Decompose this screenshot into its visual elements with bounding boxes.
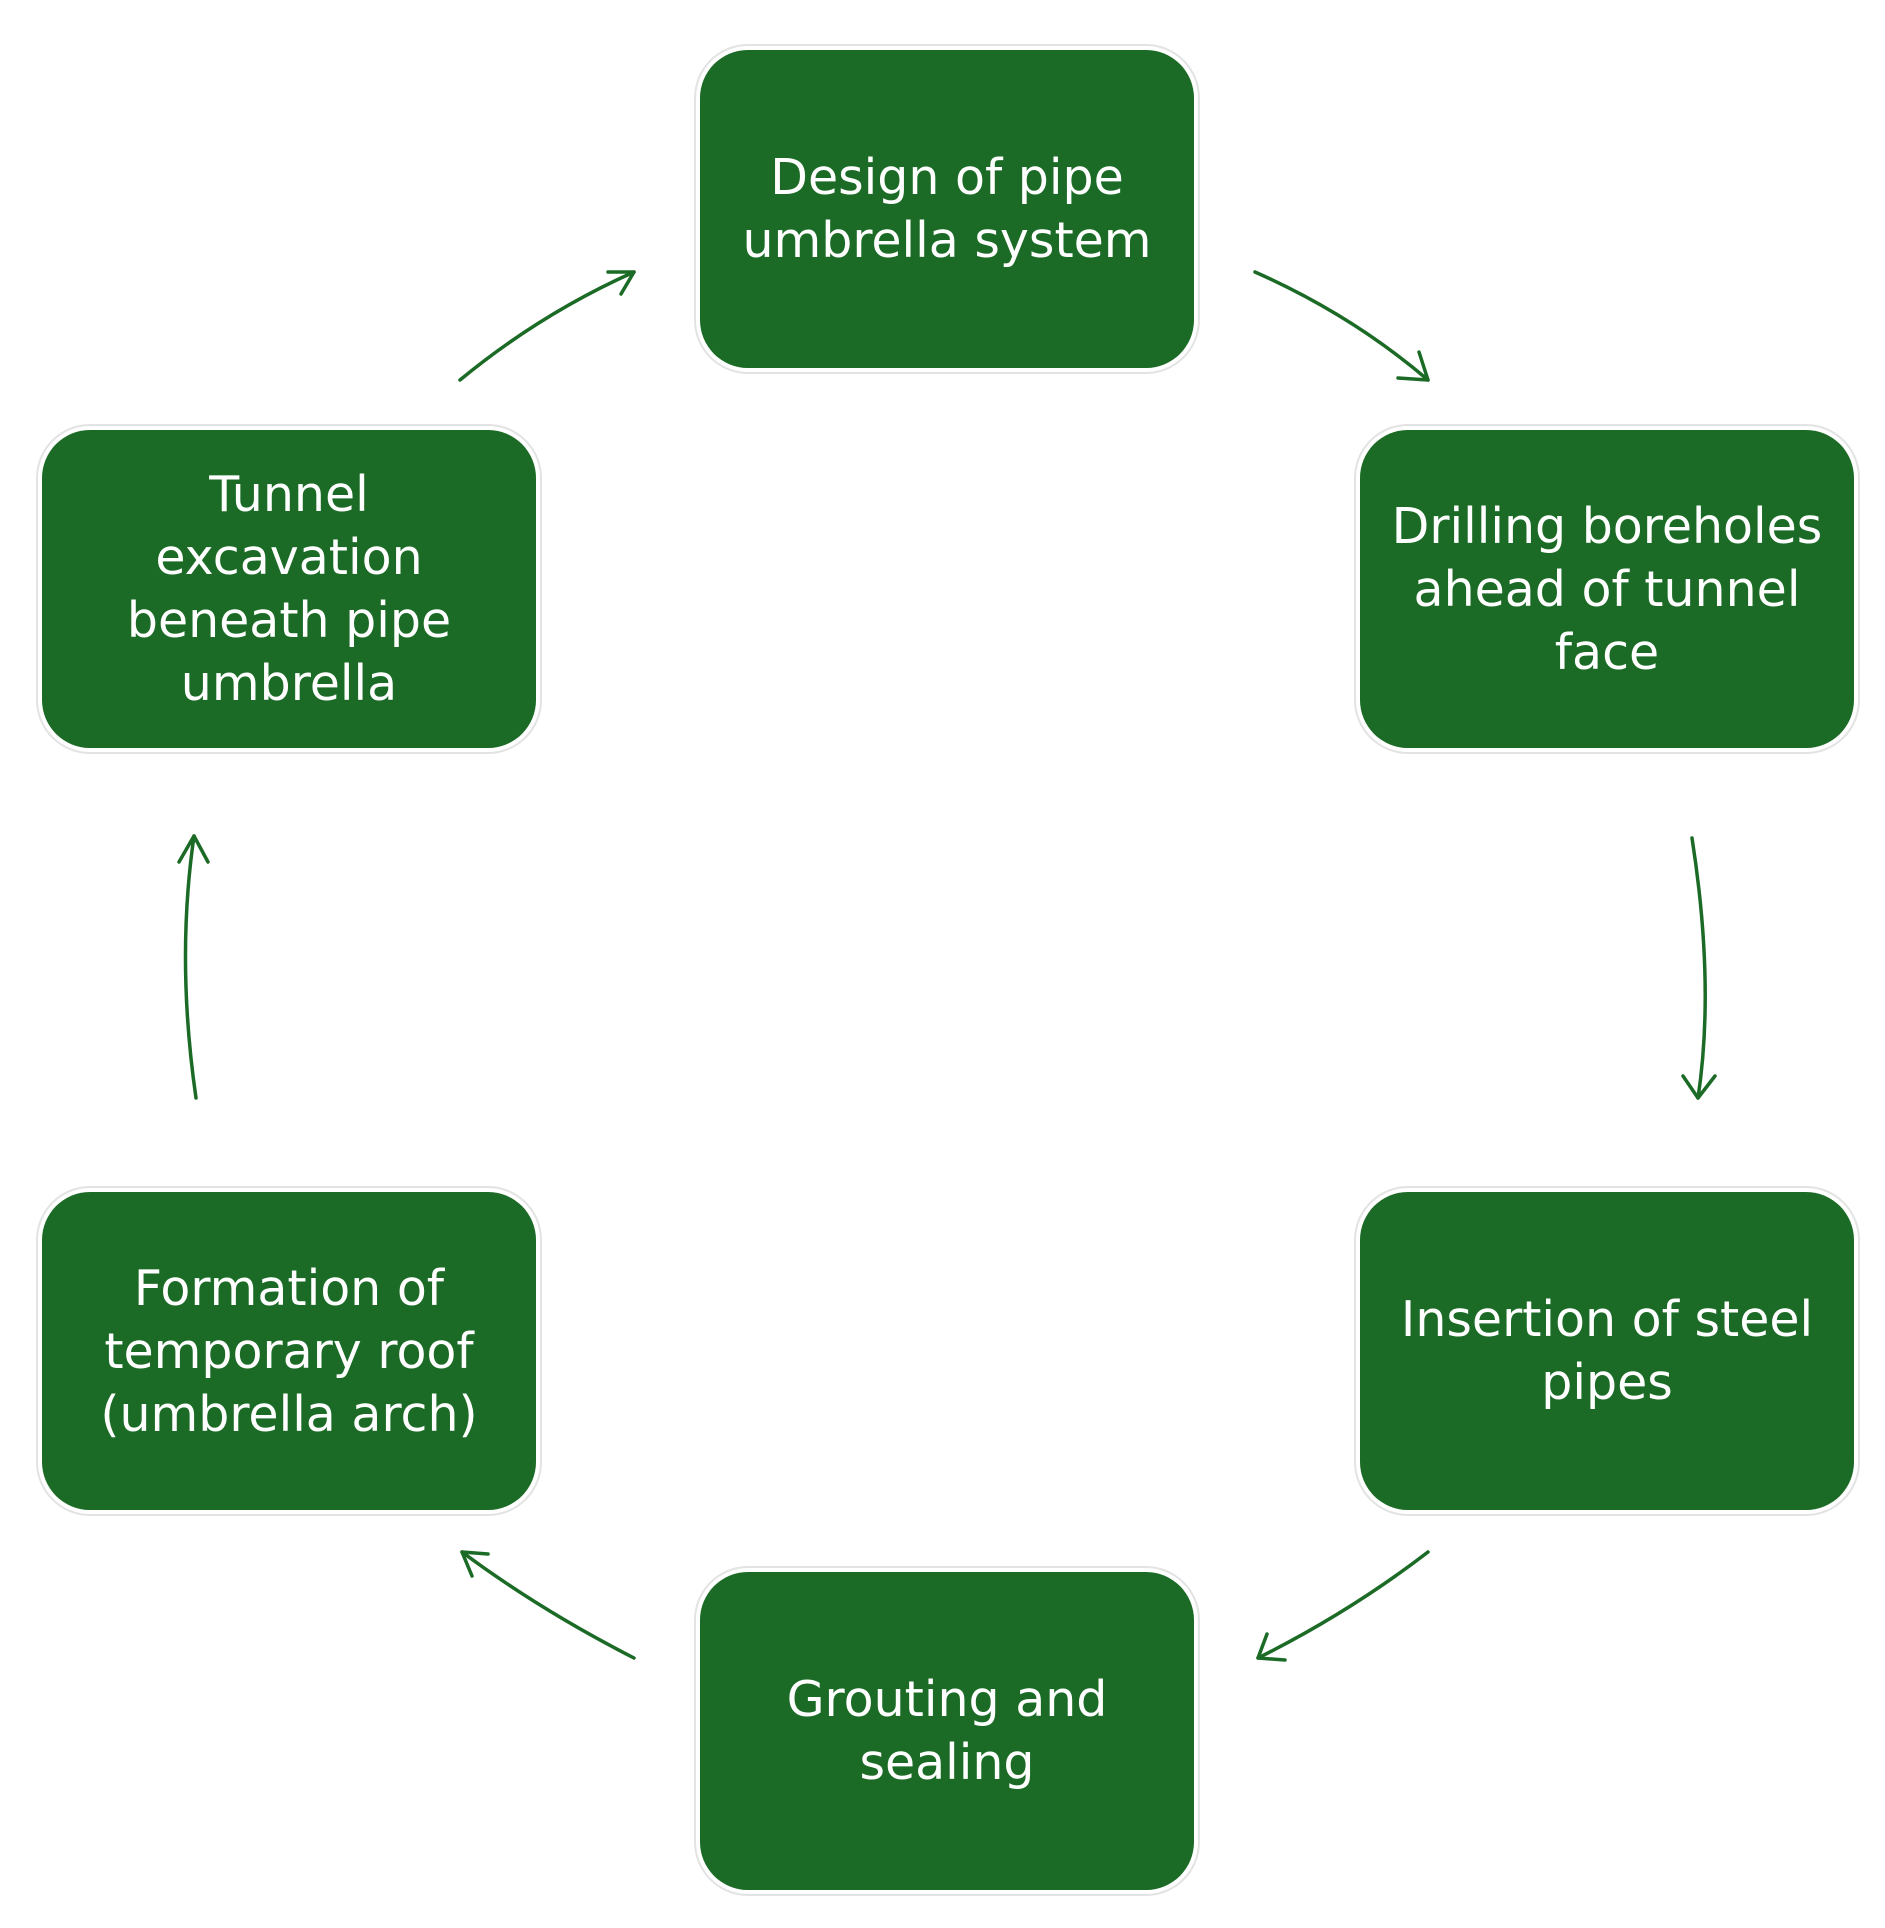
step-label-insertion: Insertion of steel pipes: [1400, 1291, 1814, 1411]
arrow-step2-to-step3: [1681, 836, 1717, 1100]
arrow-step6-to-step1: [458, 270, 636, 382]
step-label-grouting: Grouting and sealing: [786, 1671, 1108, 1791]
arrow-step3-to-step4: [1256, 1550, 1430, 1662]
step-box-drilling: Drilling boreholes ahead of tunnel face: [1360, 430, 1854, 748]
step-label-excavation: Tunnel excavation beneath pipe umbrella: [126, 466, 452, 712]
arrow-step1-to-step2: [1253, 270, 1430, 382]
step-box-formation: Formation of temporary roof (umbrella ar…: [42, 1192, 536, 1510]
step-label-formation: Formation of temporary roof (umbrella ar…: [100, 1259, 478, 1443]
arrow-step5-to-step6: [177, 834, 210, 1100]
step-label-design: Design of pipe umbrella system: [742, 149, 1152, 269]
step-box-insertion: Insertion of steel pipes: [1360, 1192, 1854, 1510]
step-label-drilling: Drilling boreholes ahead of tunnel face: [1391, 497, 1823, 681]
step-box-excavation: Tunnel excavation beneath pipe umbrella: [42, 430, 536, 748]
arrow-step4-to-step5: [460, 1550, 636, 1660]
step-box-design: Design of pipe umbrella system: [700, 50, 1194, 368]
step-box-grouting: Grouting and sealing: [700, 1572, 1194, 1890]
